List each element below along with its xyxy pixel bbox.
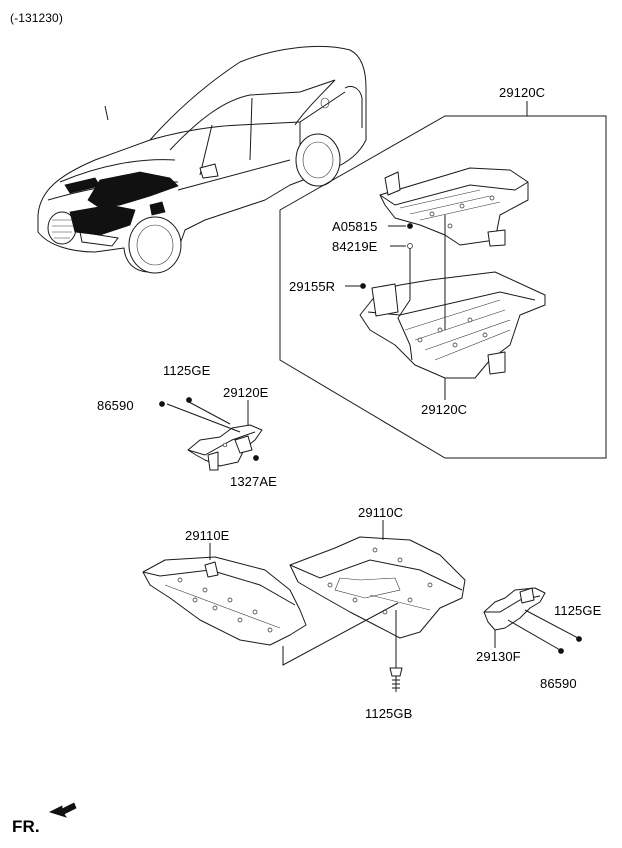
callout-29120c-group: 29120C — [499, 85, 546, 100]
group-bracket-line — [282, 602, 399, 666]
callout-1327ae: 1327AE — [230, 474, 277, 489]
harness-clip-icon — [407, 243, 413, 249]
front-cover-part — [142, 556, 307, 646]
callout-29110c: 29110C — [358, 505, 404, 520]
clip-a05815-icon — [407, 223, 413, 229]
bolt-icon — [389, 667, 403, 692]
front-direction-arrow-icon — [48, 802, 77, 818]
callout-86590-left: 86590 — [97, 398, 134, 413]
right-side-cover-part — [483, 587, 546, 631]
callout-29120e: 29120E — [223, 385, 269, 400]
callout-1125ge-left: 1125GE — [163, 363, 211, 378]
front-direction-label: FR. — [12, 817, 40, 836]
retainer-icon — [360, 283, 366, 289]
callout-29155r: 29155R — [289, 279, 336, 294]
screw-icon — [186, 397, 192, 403]
nut-icon — [159, 401, 165, 407]
clip-icon — [253, 455, 259, 461]
callout-a05815: A05815 — [332, 219, 378, 234]
assembly-group-outline — [279, 101, 607, 459]
nut-icon — [558, 648, 564, 654]
harness-wire — [397, 247, 413, 361]
main-cover-part — [289, 536, 466, 639]
callout-1125ge-right: 1125GE — [554, 603, 602, 618]
upper-tray-part — [379, 167, 529, 247]
leader-line — [188, 401, 231, 425]
model-code: (-131230) — [10, 11, 63, 25]
leader-line — [507, 619, 561, 651]
callout-29110e: 29110E — [185, 528, 230, 543]
leader-line — [166, 403, 241, 433]
callout-29120c-lower: 29120C — [421, 402, 468, 417]
lower-tray-part — [359, 271, 546, 379]
screw-icon — [576, 636, 582, 642]
vehicle-illustration — [37, 45, 367, 274]
callout-84219e: 84219E — [332, 239, 378, 254]
callout-1125gb: 1125GB — [365, 706, 413, 721]
left-side-cover-part — [187, 424, 263, 471]
callout-29130f: 29130F — [476, 649, 521, 664]
callout-86590-right: 86590 — [540, 676, 577, 691]
leader-line — [524, 609, 579, 639]
